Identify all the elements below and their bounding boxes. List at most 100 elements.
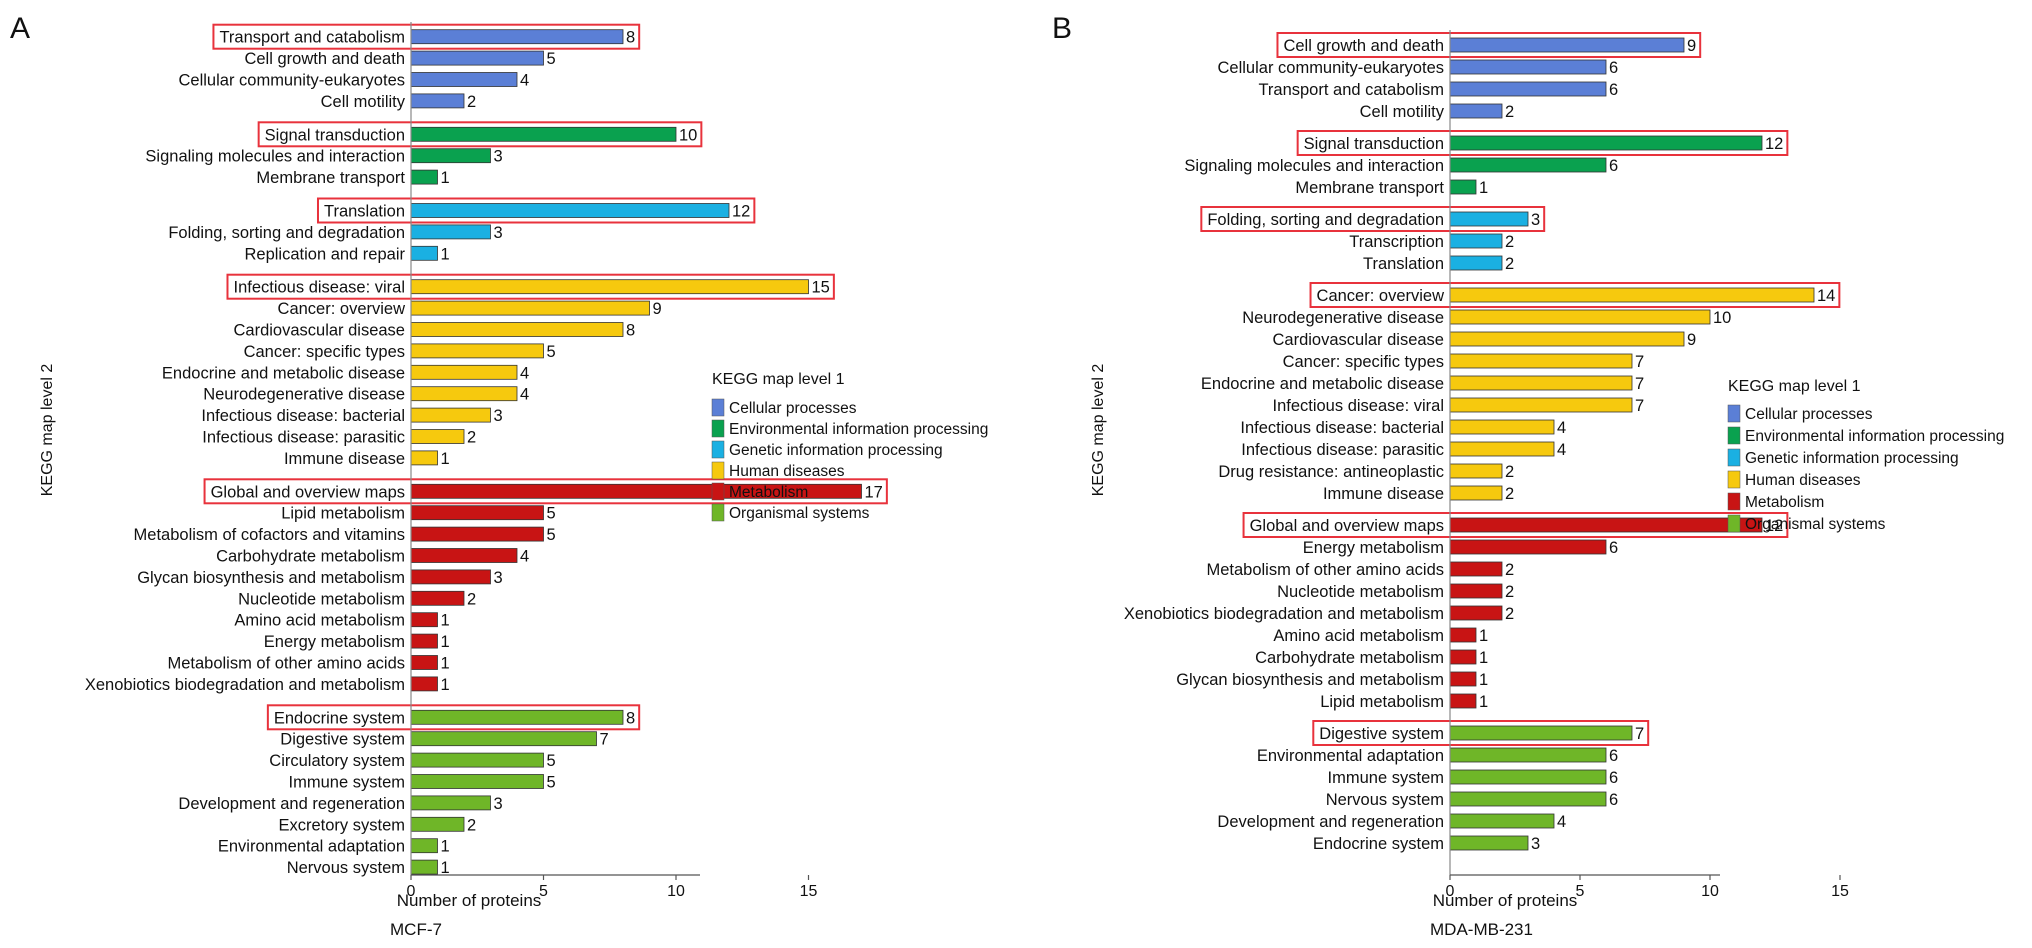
- row-label-energy-metabolism: Energy metabolism: [1303, 539, 1444, 557]
- panel-letter-a: A: [10, 12, 30, 45]
- bar-cardiovascular-disease: [1449, 331, 1685, 347]
- bar-digestive-system: [1449, 725, 1633, 741]
- bar-folding-sorting-and-degradation: [410, 224, 491, 240]
- row-label-endocrine-and-metabolic-disease: Endocrine and metabolic disease: [1201, 375, 1444, 393]
- bar-cellular-community-eukaryotes: [1449, 59, 1607, 75]
- row-label-folding-sorting-and-degradation: Folding, sorting and degradation: [168, 224, 405, 242]
- row-label-endocrine-system: Endocrine system: [274, 709, 405, 727]
- row-label-digestive-system: Digestive system: [1319, 725, 1444, 743]
- row-label-infectious-disease-bacterial: Infectious disease: bacterial: [1240, 419, 1444, 437]
- value-label-digestive-system: 7: [1635, 725, 1644, 743]
- row-label-replication-and-repair: Replication and repair: [244, 245, 405, 263]
- row-label-development-and-regeneration: Development and regeneration: [1217, 813, 1444, 831]
- row-label-global-and-overview-maps: Global and overview maps: [211, 483, 405, 501]
- row-label-digestive-system: Digestive system: [280, 731, 405, 749]
- row-label-signal-transduction: Signal transduction: [1304, 135, 1444, 153]
- value-label-nucleotide-metabolism: 2: [1505, 583, 1514, 601]
- bar-energy-metabolism: [1449, 539, 1607, 555]
- value-label-membrane-transport: 1: [441, 169, 450, 187]
- cell-line-label-a: MCF-7: [390, 920, 442, 939]
- legend-swatch-cellular-processes: [711, 398, 725, 417]
- bar-cell-growth-and-death: [1449, 37, 1685, 53]
- row-label-cell-growth-and-death: Cell growth and death: [1283, 37, 1444, 55]
- value-label-endocrine-and-metabolic-disease: 4: [520, 364, 529, 382]
- value-label-environmental-adaptation: 6: [1609, 747, 1618, 765]
- row-label-carbohydrate-metabolism: Carbohydrate metabolism: [1255, 649, 1444, 667]
- row-label-membrane-transport: Membrane transport: [256, 169, 405, 187]
- legend-swatch-genetic-information-processing: [711, 440, 725, 459]
- bar-cardiovascular-disease: [410, 322, 624, 337]
- bar-cancer-overview: [1449, 287, 1815, 303]
- value-label-lipid-metabolism: 5: [547, 505, 556, 523]
- bar-infectious-disease-parasitic: [1449, 441, 1555, 457]
- value-label-xenobiotics-biodegradation-and-metabolism: 1: [441, 676, 450, 694]
- row-label-glycan-biosynthesis-and-metabolism: Glycan biosynthesis and metabolism: [137, 569, 405, 587]
- value-label-cancer-overview: 9: [653, 300, 662, 318]
- value-label-cellular-community-eukaryotes: 4: [520, 72, 529, 90]
- x-tick-label-15: 15: [800, 883, 818, 900]
- row-label-signaling-molecules-and-interaction: Signaling molecules and interaction: [1184, 157, 1444, 175]
- highlight-box-signal-transduction: [1296, 130, 1789, 156]
- value-label-neurodegenerative-disease: 4: [520, 386, 529, 404]
- value-label-development-and-regeneration: 3: [494, 795, 503, 813]
- row-label-infectious-disease-bacterial: Infectious disease: bacterial: [201, 407, 405, 425]
- row-label-immune-system: Immune system: [289, 774, 405, 792]
- legend-title-a: KEGG map level 1: [712, 371, 845, 388]
- row-label-cell-motility: Cell motility: [321, 93, 406, 111]
- row-label-nucleotide-metabolism: Nucleotide metabolism: [238, 590, 405, 608]
- bar-signal-transduction: [410, 126, 677, 142]
- bar-signaling-molecules-and-interaction: [1449, 157, 1607, 173]
- value-label-infectious-disease-viral: 15: [812, 279, 830, 297]
- bar-immune-system: [1449, 769, 1607, 785]
- row-label-xenobiotics-biodegradation-and-metabolism: Xenobiotics biodegradation and metabolis…: [85, 676, 405, 694]
- row-label-cellular-community-eukaryotes: Cellular community-eukaryotes: [179, 72, 406, 90]
- value-label-environmental-adaptation: 1: [441, 838, 450, 856]
- x-tick-label-0: 0: [1446, 883, 1455, 900]
- x-tick-label-5: 5: [1576, 883, 1585, 900]
- panel-letter-b: B: [1052, 12, 1072, 45]
- row-label-metabolism-of-other-amino-acids: Metabolism of other amino acids: [167, 655, 405, 673]
- value-label-carbohydrate-metabolism: 1: [1479, 649, 1488, 667]
- legend-swatch-cellular-processes: [1727, 404, 1741, 423]
- value-label-development-and-regeneration: 4: [1557, 813, 1566, 831]
- bar-carbohydrate-metabolism: [1449, 649, 1477, 665]
- row-label-energy-metabolism: Energy metabolism: [264, 633, 405, 651]
- value-label-drug-resistance-antineoplastic: 2: [1505, 463, 1514, 481]
- row-label-cell-motility: Cell motility: [1360, 103, 1445, 121]
- bar-nucleotide-metabolism: [410, 590, 465, 606]
- bar-membrane-transport: [410, 169, 438, 185]
- bar-cancer-overview: [410, 300, 650, 316]
- value-label-amino-acid-metabolism: 1: [1479, 627, 1488, 645]
- value-label-carbohydrate-metabolism: 4: [520, 548, 529, 566]
- legend-label-human-diseases: Human diseases: [729, 463, 845, 480]
- value-label-metabolism-of-other-amino-acids: 1: [441, 655, 450, 673]
- row-label-infectious-disease-parasitic: Infectious disease: parasitic: [1241, 441, 1444, 459]
- legend-swatch-organismal-systems: [711, 503, 725, 522]
- bar-translation: [1449, 255, 1503, 271]
- bar-nervous-system: [1449, 791, 1607, 807]
- row-label-global-and-overview-maps: Global and overview maps: [1250, 517, 1444, 535]
- bar-amino-acid-metabolism: [1449, 627, 1477, 643]
- bar-nervous-system: [410, 859, 438, 875]
- value-label-nucleotide-metabolism: 2: [467, 590, 476, 608]
- bar-amino-acid-metabolism: [410, 612, 438, 628]
- value-label-endocrine-system: 3: [1531, 835, 1540, 853]
- legend-swatch-environmental-information-processing: [1727, 426, 1741, 445]
- value-label-cardiovascular-disease: 8: [626, 322, 635, 340]
- row-label-signal-transduction: Signal transduction: [265, 126, 405, 144]
- value-label-transport-and-catabolism: 6: [1609, 81, 1618, 99]
- bar-transport-and-catabolism: [410, 29, 624, 45]
- value-label-signaling-molecules-and-interaction: 6: [1609, 157, 1618, 175]
- bar-metabolism-of-other-amino-acids: [410, 655, 438, 670]
- highlight-box-digestive-system: [1312, 720, 1650, 746]
- row-label-folding-sorting-and-degradation: Folding, sorting and degradation: [1207, 211, 1444, 229]
- bar-development-and-regeneration: [1449, 813, 1555, 829]
- y-axis-title-b: KEGG map level 2: [1090, 364, 1107, 497]
- value-label-cardiovascular-disease: 9: [1687, 331, 1696, 349]
- row-label-cancer-overview: Cancer: overview: [278, 300, 406, 318]
- bar-infectious-disease-bacterial: [410, 407, 491, 423]
- value-label-global-and-overview-maps: 12: [1765, 517, 1783, 535]
- row-label-nervous-system: Nervous system: [287, 859, 405, 877]
- bar-immune-disease: [1449, 485, 1503, 501]
